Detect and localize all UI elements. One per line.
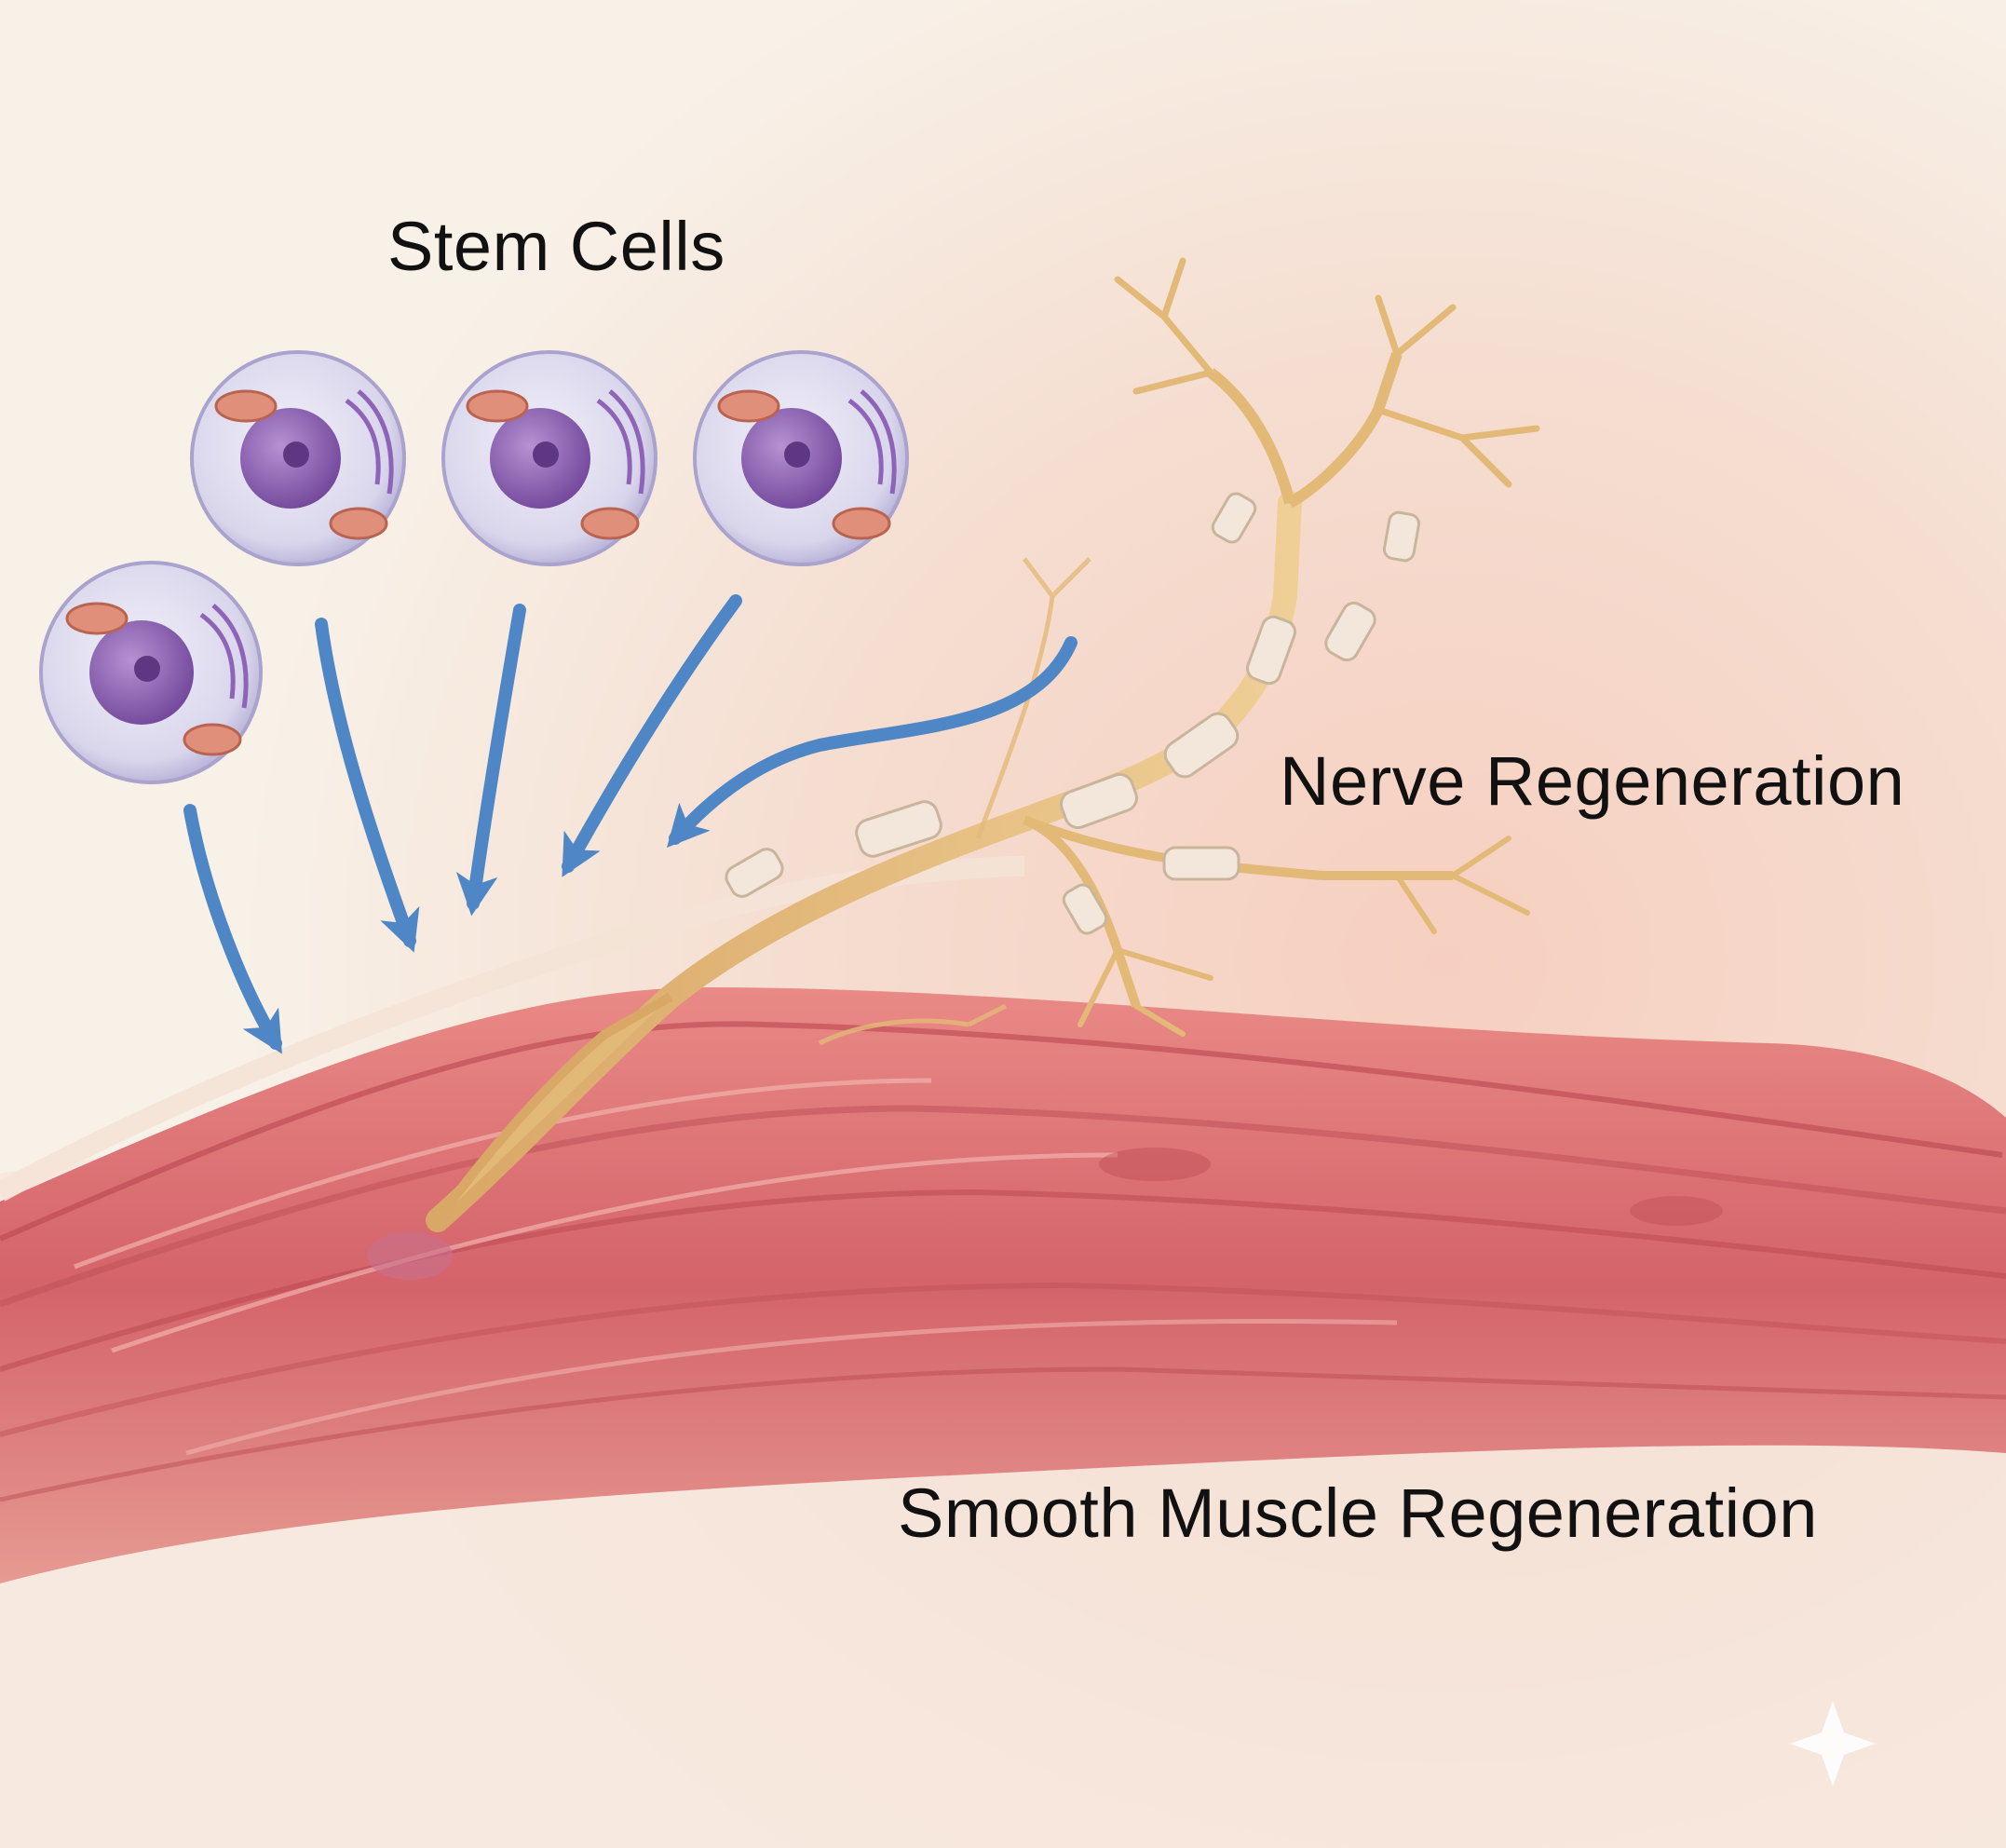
- nerve-fiber-icon: [426, 257, 1540, 1232]
- smooth-muscle-regeneration-label: Smooth Muscle Regeneration: [898, 1474, 1818, 1552]
- stem-cell-icon: [693, 350, 909, 566]
- stem-cells-label: Stem Cells: [387, 208, 725, 285]
- sparkle-icon: [1790, 1701, 1876, 1787]
- stem-cell-icon: [39, 561, 263, 784]
- nerve-regeneration-label: Nerve Regeneration: [1280, 742, 1905, 820]
- tissue-sheath: [0, 856, 1025, 1202]
- stem-cell-icon: [190, 350, 406, 566]
- migration-arrow-icon: [183, 594, 1078, 1054]
- stem-cell-icon: [441, 350, 657, 566]
